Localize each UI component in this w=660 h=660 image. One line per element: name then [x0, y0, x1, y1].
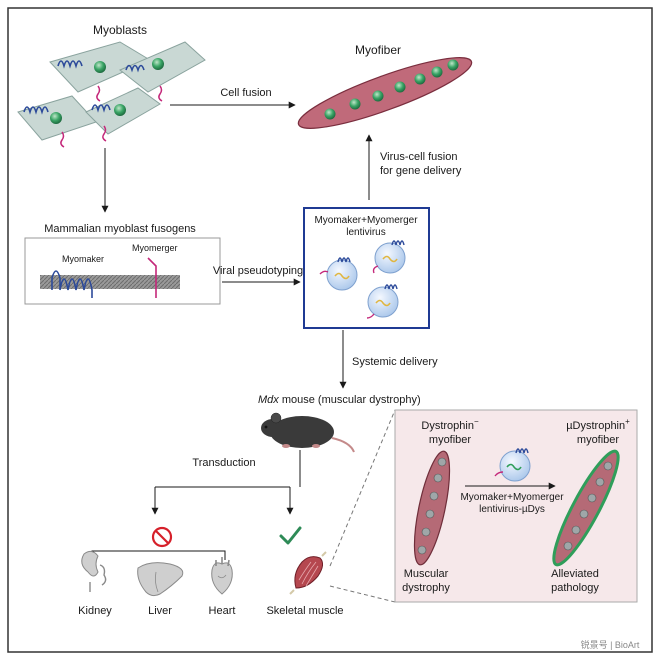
udys-pos-text: µDystrophin	[566, 420, 625, 432]
virus-cell-fusion-label-line1: Virus-cell fusion	[380, 151, 457, 163]
dystrophin-neg-superscript: −	[474, 417, 479, 426]
alleviated-pathology-label-line2: pathology	[551, 582, 599, 594]
lentivirus-label-line2: lentivirus	[346, 227, 385, 238]
kidney-label: Kidney	[78, 605, 112, 617]
myofiber-label: Myofiber	[355, 43, 401, 57]
nucleus-icon	[349, 98, 361, 110]
nucleus-icon	[152, 58, 164, 70]
nucleus-icon	[595, 477, 605, 487]
transduction-branch	[155, 450, 301, 488]
nucleus-icon	[94, 61, 106, 73]
organs-bracket	[91, 550, 226, 560]
udystrophin-positive-label-line2: myofiber	[577, 434, 620, 446]
zoom-line-top	[329, 409, 396, 567]
nucleus-icon	[587, 493, 597, 503]
mouse-icon	[261, 412, 355, 453]
myoblast-cell	[85, 87, 161, 142]
myomaker-protein	[51, 270, 93, 298]
treatment-label-line1: Myomaker+Myomerger	[460, 492, 564, 503]
zoom-line-bottom	[329, 585, 396, 603]
watermark: 锐景号 | BioArt	[581, 639, 640, 650]
nucleus-icon	[603, 461, 613, 471]
nucleus-icon	[425, 509, 435, 519]
nucleus-icon	[50, 112, 62, 124]
heart-label: Heart	[209, 605, 236, 617]
fusogens-title: Mammalian myoblast fusogens	[44, 223, 196, 235]
muscular-dystrophy-label-line1: Muscular	[404, 568, 449, 580]
myomaker-label: Myomaker	[62, 254, 104, 264]
lentivirus-label-line1: Myomaker+Myomerger	[314, 215, 418, 226]
kidney-icon	[81, 550, 107, 592]
nucleus-icon	[563, 541, 573, 551]
dystrophin-neg-text: Dystrophin	[421, 420, 474, 432]
nucleus-icon	[433, 473, 443, 483]
dystrophin-negative-label-line1: Dystrophin−	[421, 417, 479, 432]
nucleus-icon	[429, 491, 439, 501]
treatment-label-line2: lentivirus-µDys	[479, 504, 545, 515]
transduction-label: Transduction	[192, 457, 255, 469]
inset-panel: Dystrophin− myofiber µDystrophin+ myofib…	[394, 409, 638, 603]
myoblast-cell	[49, 41, 152, 102]
liver-label: Liver	[148, 605, 172, 617]
udys-pos-superscript: +	[625, 417, 630, 426]
virus-cell-fusion-label-line2: for gene delivery	[380, 165, 462, 177]
udystrophin-positive-label-line1: µDystrophin+	[566, 417, 630, 432]
myoblast-cell	[119, 41, 206, 102]
nucleus-icon	[571, 525, 581, 535]
virus-particle	[366, 284, 399, 319]
alleviated-pathology-label-line1: Alleviated	[551, 568, 599, 580]
outer-frame	[7, 7, 653, 653]
nucleus-icon	[447, 59, 459, 71]
mdx-italic: Mdx	[258, 394, 279, 406]
liver-icon	[137, 562, 184, 597]
check-icon	[279, 526, 302, 545]
cell-fusion-label: Cell fusion	[220, 87, 271, 99]
nucleus-icon	[372, 90, 384, 102]
myomerger-protein	[147, 257, 157, 298]
mdx-mouse-label: Mdx mouse (muscular dystrophy)	[258, 394, 421, 406]
myoblast-cell	[17, 95, 97, 148]
udys-virus-particle	[494, 448, 531, 482]
nucleus-icon	[417, 545, 427, 555]
myomerger-label: Myomerger	[132, 243, 178, 253]
mdx-rest: mouse (muscular dystrophy)	[279, 394, 421, 406]
block-icon	[151, 526, 173, 548]
nucleus-icon	[421, 527, 431, 537]
nucleus-icon	[414, 73, 426, 85]
rescued-myofiber	[552, 449, 620, 567]
dystrophin-negative-label-line2: myofiber	[429, 434, 472, 446]
virus-particle	[319, 257, 358, 291]
myoblasts-label: Myoblasts	[93, 23, 147, 37]
virus-particle	[372, 240, 406, 274]
skeletal-muscle-label: Skeletal muscle	[266, 605, 343, 617]
nucleus-icon	[431, 66, 443, 78]
skeletal-muscle-icon	[289, 551, 327, 595]
heart-icon	[211, 557, 233, 595]
dystrophic-myofiber	[413, 450, 451, 566]
lentivirus-box: Myomaker+Myomerger lentivirus	[303, 207, 430, 329]
nucleus-icon	[579, 509, 589, 519]
myofiber	[297, 57, 473, 129]
nucleus-icon	[437, 457, 447, 467]
systemic-delivery-label: Systemic delivery	[352, 356, 438, 368]
nucleus-icon	[394, 81, 406, 93]
viral-pseudotyping-label: Viral pseudotyping	[213, 265, 303, 277]
fusogens-panel: Myomaker Myomerger	[24, 237, 221, 305]
muscular-dystrophy-label-line2: dystrophy	[402, 582, 450, 594]
nucleus-icon	[114, 104, 126, 116]
nucleus-icon	[324, 108, 336, 120]
